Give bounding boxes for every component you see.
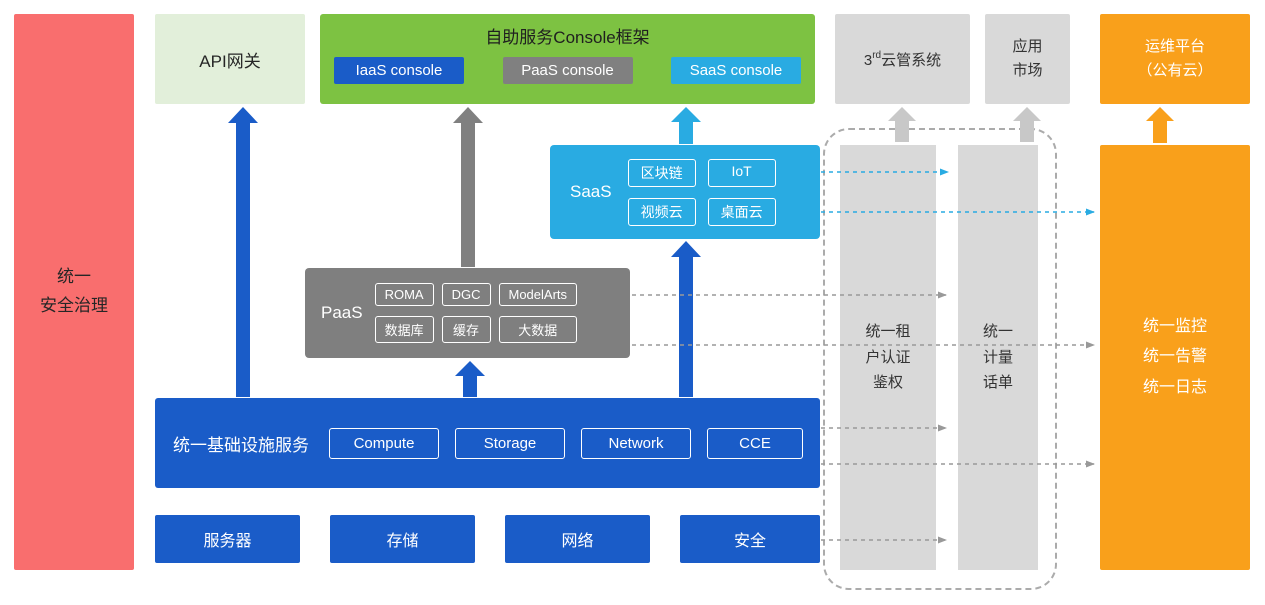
- arrow-infra-to-saas: [671, 241, 701, 397]
- console-framework-title: 自助服务Console框架: [485, 28, 650, 47]
- resource-box-network: 网络: [505, 515, 650, 563]
- saas-item-grid: 区块链 IoT 视频云 桌面云: [627, 158, 776, 226]
- monitoring-label: 统一监控 统一告警 统一日志: [1142, 317, 1207, 396]
- third-party-cloud-mgmt-label: 3rd云管系统: [863, 49, 942, 69]
- saas-item-desktop-cloud: 桌面云: [707, 197, 776, 226]
- resource-box-security: 安全: [680, 515, 820, 563]
- paas-item-database: 数据库: [374, 316, 434, 343]
- api-gateway-box: API网关: [155, 14, 305, 104]
- saas-label: SaaS: [570, 182, 612, 201]
- arrow-paas-to-console: [453, 107, 483, 267]
- paas-item-cache: 缓存: [441, 316, 491, 343]
- tenant-auth-label: 统一租 户认证 鉴权: [865, 323, 911, 392]
- api-gateway-label: API网关: [199, 51, 261, 71]
- paas-label: PaaS: [321, 303, 363, 322]
- paas-item-modelarts: ModelArts: [498, 283, 578, 306]
- arrow-saas-to-console: [671, 107, 701, 144]
- paas-item-roma: ROMA: [374, 283, 434, 306]
- iaas-console-chip: IaaS console: [334, 57, 464, 84]
- console-chip-row: IaaS console PaaS console SaaS console: [334, 57, 801, 84]
- app-market-box: 应用 市场: [985, 14, 1070, 104]
- metering-bar: 统一 计量 话单: [958, 145, 1038, 570]
- infra-item-network: Network: [581, 427, 691, 459]
- resource-box-server: 服务器: [155, 515, 300, 563]
- resource-box-storage: 存储: [330, 515, 475, 563]
- security-governance-label: 统一 安全治理: [40, 267, 108, 315]
- saas-item-video-cloud: 视频云: [627, 197, 696, 226]
- paas-item-grid: ROMA DGC ModelArts 数据库 缓存 大数据: [374, 283, 578, 343]
- arrow-to-om-platform: [1146, 107, 1174, 143]
- paas-box: PaaS ROMA DGC ModelArts 数据库 缓存 大数据: [305, 268, 630, 358]
- app-market-label: 应用 市场: [1012, 38, 1043, 79]
- om-platform-box: 运维平台 （公有云）: [1100, 14, 1250, 104]
- metering-label: 统一 计量 话单: [982, 323, 1013, 392]
- common-services-dashed-container: [823, 128, 1057, 590]
- saas-item-blockchain: 区块链: [627, 158, 696, 187]
- monitoring-bar: 统一监控 统一告警 统一日志: [1100, 145, 1250, 570]
- infra-item-cce: CCE: [707, 427, 803, 459]
- saas-console-chip: SaaS console: [671, 57, 801, 84]
- security-governance-bar: 统一 安全治理: [14, 14, 134, 570]
- console-framework-box: 自助服务Console框架 IaaS console PaaS console …: [320, 14, 815, 104]
- saas-item-iot: IoT: [707, 158, 776, 187]
- third-party-cloud-mgmt-box: 3rd云管系统: [835, 14, 970, 104]
- arrow-infra-to-paas: [455, 361, 485, 397]
- tenant-auth-bar: 统一租 户认证 鉴权: [840, 145, 936, 570]
- infra-item-compute: Compute: [329, 427, 439, 459]
- om-platform-label: 运维平台 （公有云）: [1137, 38, 1213, 79]
- infra-item-storage: Storage: [455, 427, 565, 459]
- infrastructure-box: 统一基础设施服务 Compute Storage Network CCE: [155, 398, 820, 488]
- infrastructure-label: 统一基础设施服务: [173, 435, 309, 455]
- paas-item-dgc: DGC: [441, 283, 491, 306]
- arrow-infra-to-api-gateway: [228, 107, 258, 397]
- saas-box: SaaS 区块链 IoT 视频云 桌面云: [550, 145, 820, 239]
- paas-console-chip: PaaS console: [502, 57, 633, 84]
- paas-item-bigdata: 大数据: [498, 316, 578, 343]
